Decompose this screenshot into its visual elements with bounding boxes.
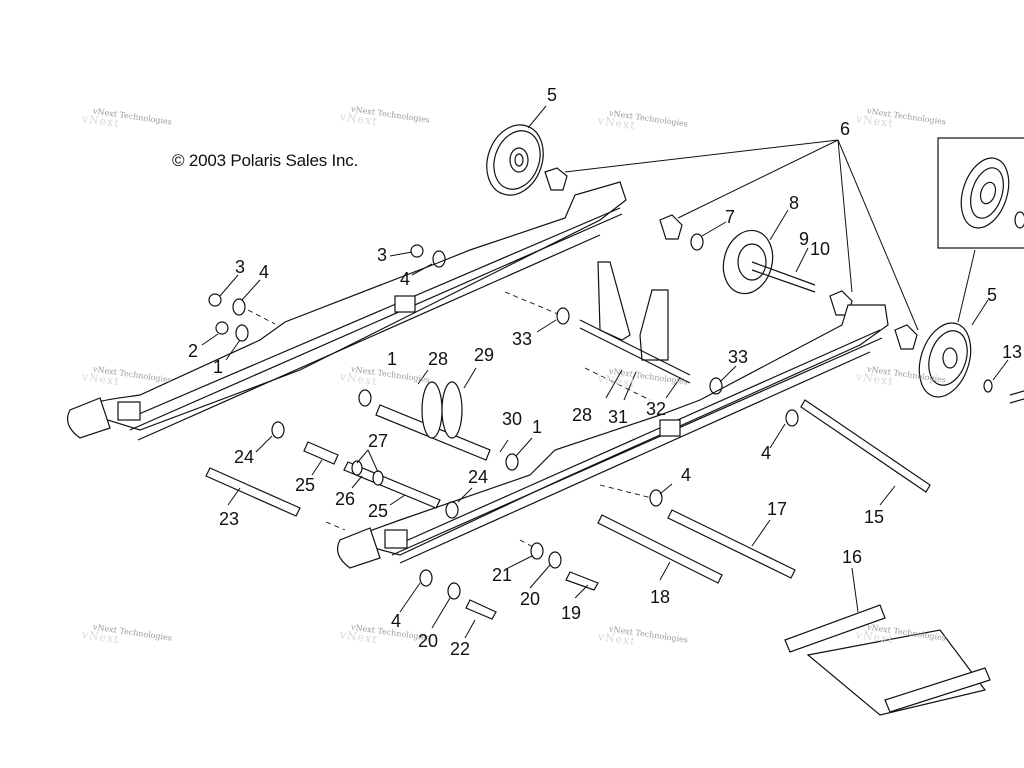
idler-wheel-5-left bbox=[486, 124, 544, 196]
leader-lines-6 bbox=[564, 139, 976, 331]
callout-20[interactable]: 20 bbox=[519, 589, 541, 609]
callout-4[interactable]: 4 bbox=[680, 465, 692, 485]
assembly-guide-lines bbox=[247, 291, 653, 549]
inset-idler-wheel bbox=[960, 157, 1024, 229]
callout-4[interactable]: 4 bbox=[390, 611, 402, 631]
callout-3[interactable]: 3 bbox=[234, 257, 246, 277]
callout-2[interactable]: 2 bbox=[187, 341, 199, 361]
axle-30 bbox=[375, 381, 491, 461]
callout-4[interactable]: 4 bbox=[760, 443, 772, 463]
shafts bbox=[205, 399, 931, 620]
bracket-31 bbox=[579, 261, 691, 384]
callout-27[interactable]: 27 bbox=[367, 431, 389, 451]
callout-33[interactable]: 33 bbox=[727, 347, 749, 367]
washer-13 bbox=[983, 379, 993, 393]
callout-28[interactable]: 28 bbox=[427, 349, 449, 369]
rail-right bbox=[337, 304, 889, 569]
callout-7[interactable]: 7 bbox=[724, 207, 736, 227]
callout-15[interactable]: 15 bbox=[863, 507, 885, 527]
callout-30[interactable]: 30 bbox=[501, 409, 523, 429]
callout-3[interactable]: 3 bbox=[376, 245, 388, 265]
callout-31[interactable]: 31 bbox=[607, 407, 629, 427]
idler-wheel-5-right bbox=[918, 322, 972, 398]
callout-33[interactable]: 33 bbox=[511, 329, 533, 349]
callout-5[interactable]: 5 bbox=[546, 85, 558, 105]
callout-21[interactable]: 21 bbox=[491, 565, 513, 585]
idler-wheel-8 bbox=[722, 229, 816, 295]
callout-24[interactable]: 24 bbox=[233, 447, 255, 467]
nuts bbox=[208, 244, 424, 335]
hyfax-slide-16 bbox=[784, 604, 991, 716]
callout-1[interactable]: 1 bbox=[531, 417, 543, 437]
callout-25[interactable]: 25 bbox=[367, 501, 389, 521]
callout-4[interactable]: 4 bbox=[258, 262, 270, 282]
callout-10[interactable]: 10 bbox=[809, 239, 831, 259]
callout-19[interactable]: 19 bbox=[560, 603, 582, 623]
callout-28[interactable]: 28 bbox=[571, 405, 593, 425]
callout-20[interactable]: 20 bbox=[417, 631, 439, 651]
callout-25[interactable]: 25 bbox=[294, 475, 316, 495]
bolt-right-edge bbox=[1009, 390, 1024, 404]
callout-1[interactable]: 1 bbox=[386, 349, 398, 369]
callout-18[interactable]: 18 bbox=[649, 587, 671, 607]
callout-1[interactable]: 1 bbox=[212, 357, 224, 377]
callout-5[interactable]: 5 bbox=[986, 285, 998, 305]
washers bbox=[232, 250, 799, 600]
callout-13[interactable]: 13 bbox=[1001, 342, 1023, 362]
callout-29[interactable]: 29 bbox=[473, 345, 495, 365]
callout-24[interactable]: 24 bbox=[467, 467, 489, 487]
callout-6[interactable]: 6 bbox=[839, 119, 851, 139]
callout-32[interactable]: 32 bbox=[645, 399, 667, 419]
callout-26[interactable]: 26 bbox=[334, 489, 356, 509]
rail-left bbox=[67, 181, 627, 441]
washer-7 bbox=[690, 233, 704, 251]
callout-22[interactable]: 22 bbox=[449, 639, 471, 659]
callout-16[interactable]: 16 bbox=[841, 547, 863, 567]
callout-9[interactable]: 9 bbox=[798, 229, 810, 249]
callout-4[interactable]: 4 bbox=[399, 269, 411, 289]
callout-leaders bbox=[201, 105, 1009, 639]
callout-23[interactable]: 23 bbox=[218, 509, 240, 529]
callout-8[interactable]: 8 bbox=[788, 193, 800, 213]
callout-17[interactable]: 17 bbox=[766, 499, 788, 519]
copyright-notice: © 2003 Polaris Sales Inc. bbox=[172, 151, 359, 170]
